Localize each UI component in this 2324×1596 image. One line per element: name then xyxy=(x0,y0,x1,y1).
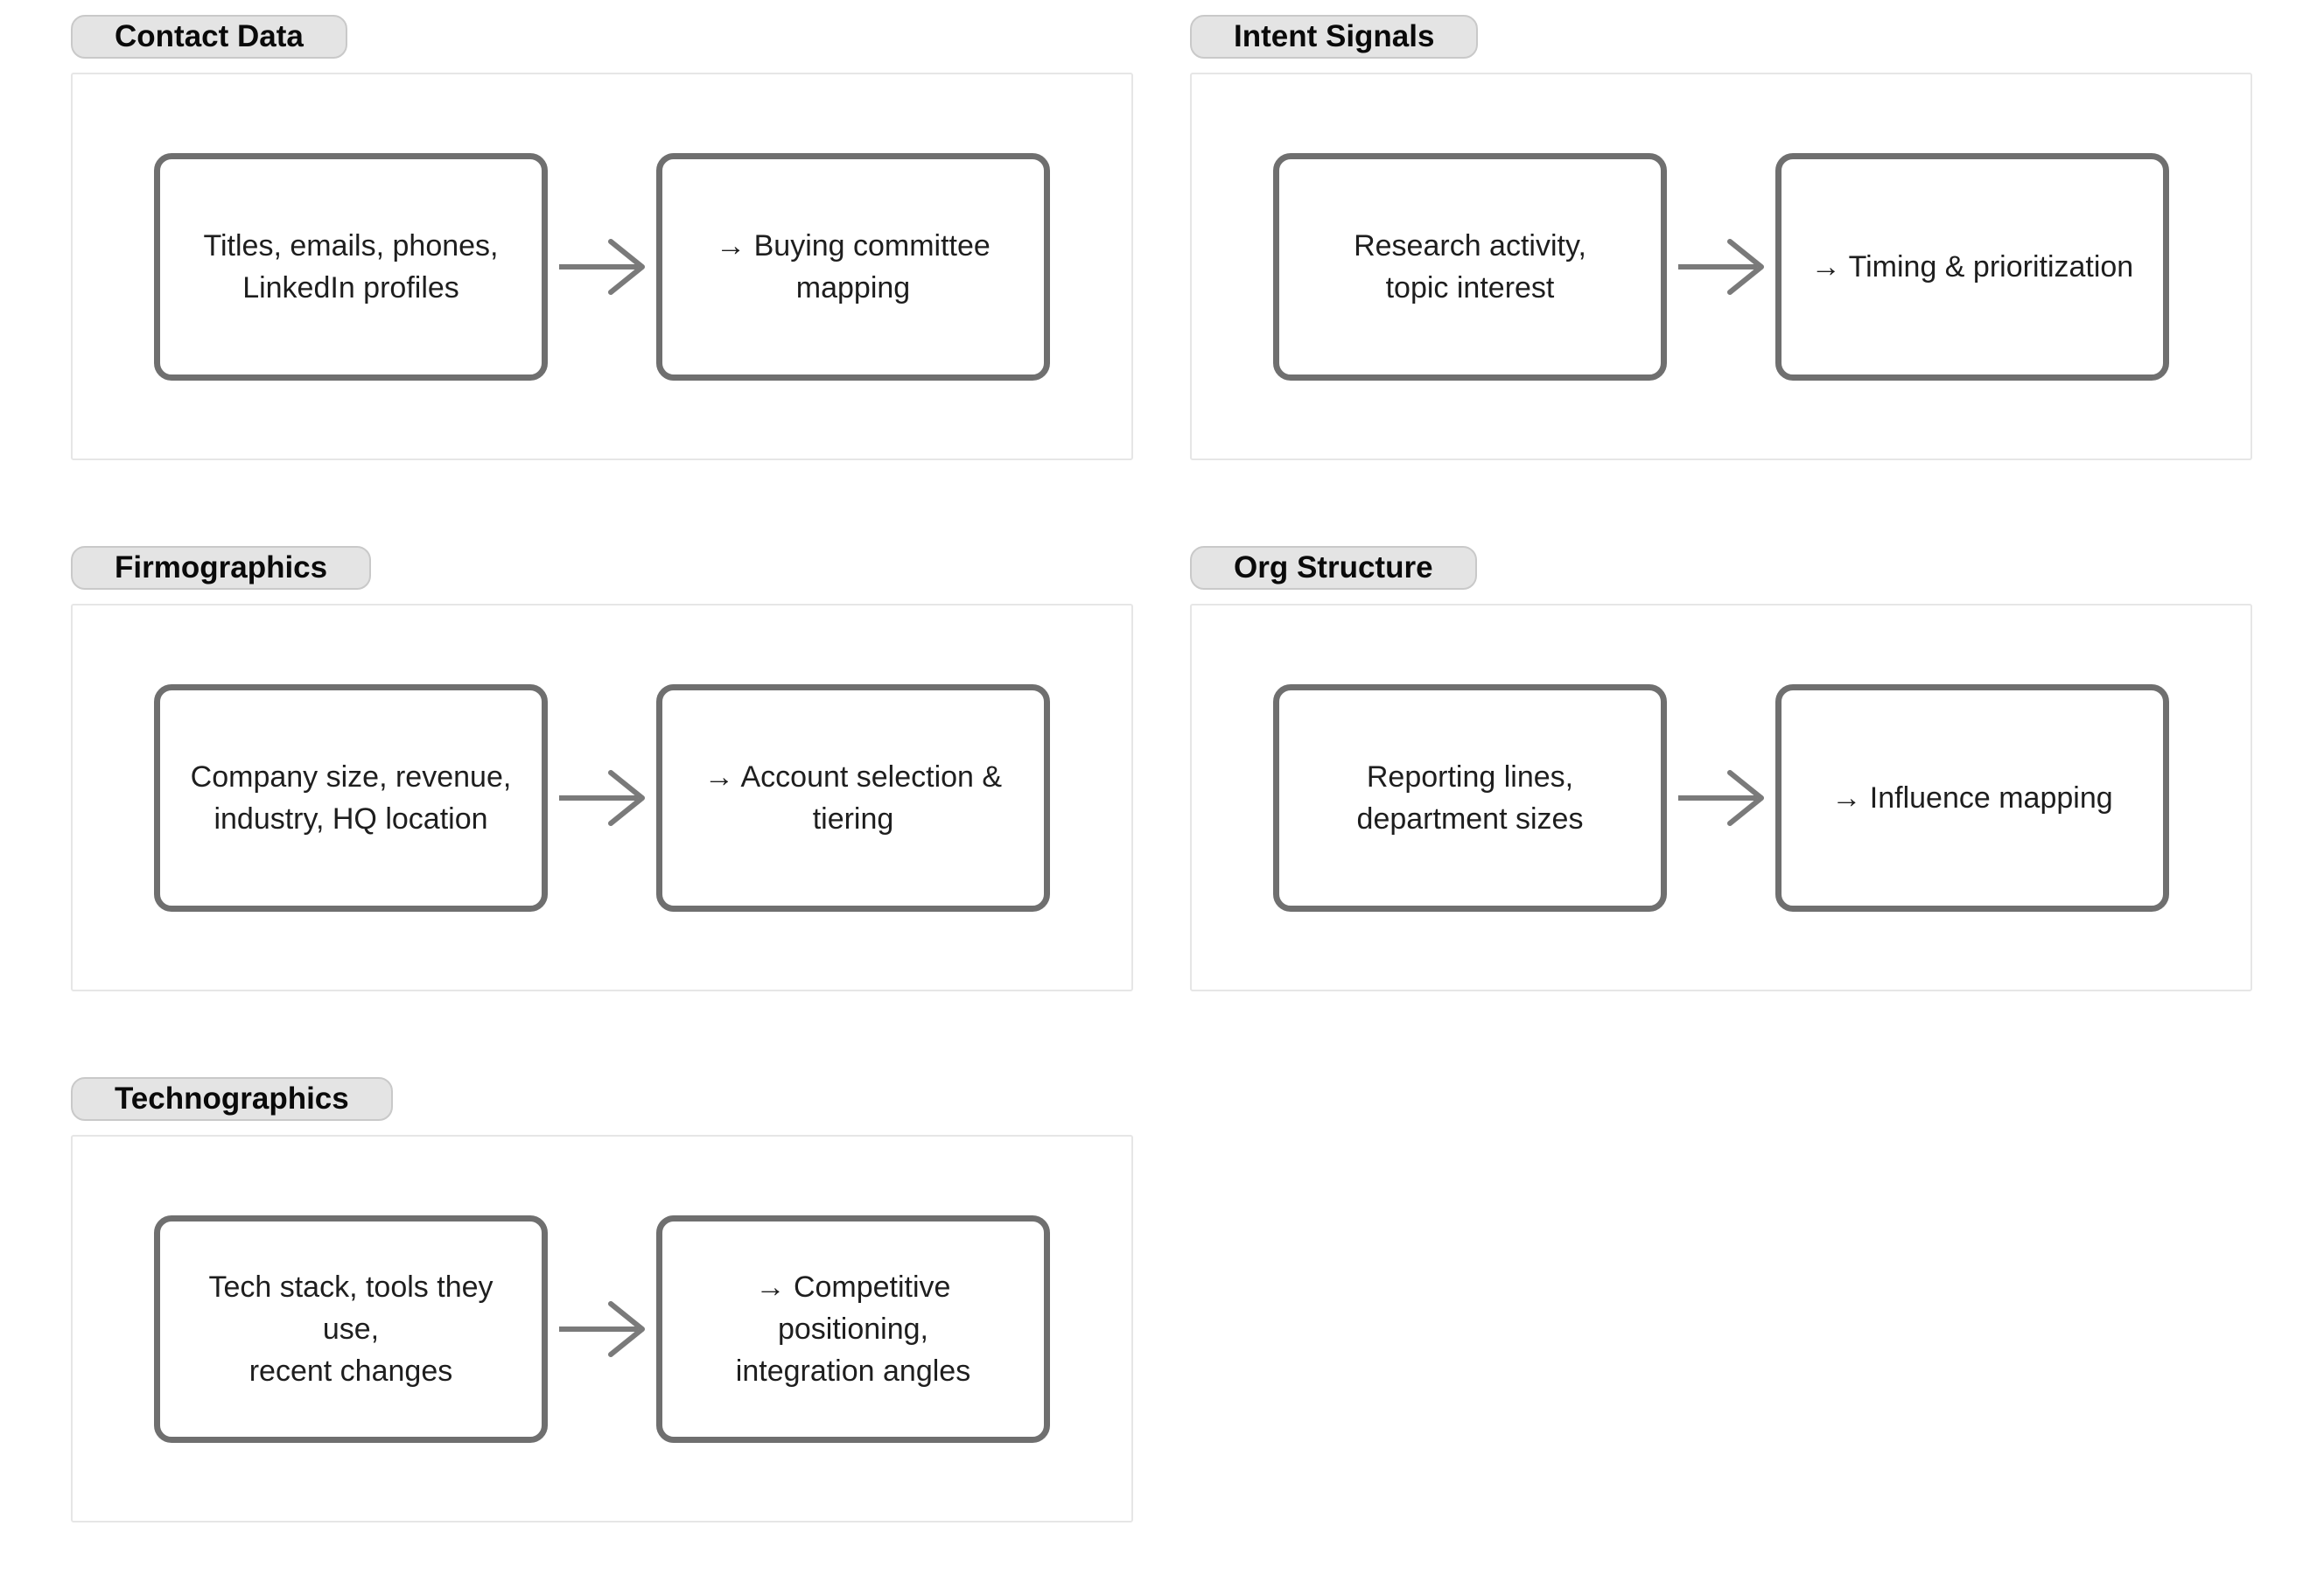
arrow-container xyxy=(1667,238,1775,295)
source-node-text: Titles, emails, phones, LinkedIn profile… xyxy=(203,228,499,304)
source-node-text: Reporting lines, department sizes xyxy=(1356,760,1584,836)
outcome-node-text: → Timing & prioritization xyxy=(1810,249,2134,284)
section-panel-contact-data: Titles, emails, phones, LinkedIn profile… xyxy=(71,73,1133,460)
section-label-firmographics: Firmographics xyxy=(71,546,372,590)
section-panel-org-structure: Reporting lines, department sizes → Infl… xyxy=(1190,604,2252,991)
section-panel-technographics: Tech stack, tools they use, recent chang… xyxy=(71,1135,1133,1522)
section-panel-firmographics: Company size, revenue, industry, HQ loca… xyxy=(71,604,1133,991)
section-label-intent-signals: Intent Signals xyxy=(1190,15,1479,59)
section-org-structure: Org Structure Reporting lines, departmen… xyxy=(1190,546,2252,991)
arrow-container xyxy=(548,769,656,826)
section-firmographics: Firmographics Company size, revenue, ind… xyxy=(71,546,1133,991)
outcome-node-firmographics: → Account selection & tiering xyxy=(656,683,1050,912)
section-label-org-structure: Org Structure xyxy=(1190,546,1477,590)
section-technographics: Technographics Tech stack, tools they us… xyxy=(71,1077,1133,1522)
section-contact-data: Contact Data Titles, emails, phones, Lin… xyxy=(71,15,1133,460)
right-arrow-icon xyxy=(1678,769,1764,826)
outcome-node-org-structure: → Influence mapping xyxy=(1775,683,2169,912)
outcome-node-text: → Competitive positioning, integration a… xyxy=(735,1270,971,1388)
source-node-technographics: Tech stack, tools they use, recent chang… xyxy=(154,1214,548,1443)
section-panel-intent-signals: Research activity, topic interest → Timi… xyxy=(1190,73,2252,460)
right-arrow-icon xyxy=(559,769,645,826)
source-node-text: Company size, revenue, industry, HQ loca… xyxy=(190,760,512,836)
outcome-node-intent-signals: → Timing & prioritization xyxy=(1775,152,2169,381)
source-node-text: Research activity, topic interest xyxy=(1354,228,1586,304)
source-node-org-structure: Reporting lines, department sizes xyxy=(1273,683,1667,912)
outcome-node-technographics: → Competitive positioning, integration a… xyxy=(656,1214,1050,1443)
section-label-contact-data: Contact Data xyxy=(71,15,347,59)
outcome-node-contact-data: → Buying committee mapping xyxy=(656,152,1050,381)
sections-grid: Contact Data Titles, emails, phones, Lin… xyxy=(71,15,2324,1522)
arrow-container xyxy=(548,238,656,295)
arrow-container xyxy=(1667,769,1775,826)
right-arrow-icon xyxy=(559,1300,645,1357)
source-node-intent-signals: Research activity, topic interest xyxy=(1273,152,1667,381)
section-label-technographics: Technographics xyxy=(71,1077,393,1121)
source-node-firmographics: Company size, revenue, industry, HQ loca… xyxy=(154,683,548,912)
source-node-contact-data: Titles, emails, phones, LinkedIn profile… xyxy=(154,152,548,381)
right-arrow-icon xyxy=(559,238,645,295)
outcome-node-text: → Buying committee mapping xyxy=(716,228,990,304)
source-node-text: Tech stack, tools they use, recent chang… xyxy=(208,1270,494,1388)
outcome-node-text: → Account selection & tiering xyxy=(704,760,1003,836)
right-arrow-icon xyxy=(1678,238,1764,295)
section-intent-signals: Intent Signals Research activity, topic … xyxy=(1190,15,2252,460)
arrow-container xyxy=(548,1300,656,1357)
outcome-node-text: → Influence mapping xyxy=(1831,780,2113,815)
